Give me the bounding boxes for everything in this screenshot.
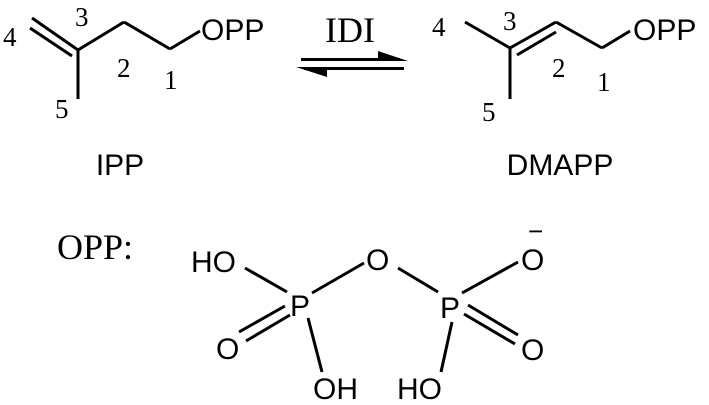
atom-oh-left: OH: [313, 373, 358, 405]
equilibrium-arrow: IDI: [296, 10, 408, 77]
atom-ho-left: HO: [191, 246, 236, 279]
ipp-name-label: IPP: [96, 149, 144, 182]
atom-ho-right: HO: [397, 373, 442, 405]
ipp-carbon-5-label: 5: [55, 94, 69, 124]
dmapp-structure: OPP 4 3 2 1 5 DMAPP: [432, 6, 696, 182]
atom-o-double-right: O: [521, 334, 544, 367]
atom-o-bridge: O: [366, 244, 389, 277]
ipp-bond-c1-o: [169, 29, 201, 51]
ipp-bond-c4-c3-double: [29, 26, 73, 58]
dmapp-carbon-1-label: 1: [597, 67, 611, 97]
ipp-bond-c2-c1: [123, 20, 171, 51]
atom-p-left: P: [290, 290, 310, 323]
atom-o-double-left: O: [216, 333, 239, 366]
dmapp-carbon-5-label: 5: [482, 97, 496, 127]
ipp-bond-c3-c2: [77, 20, 125, 52]
dmapp-carbon-2-label: 2: [552, 53, 566, 83]
enzyme-label: IDI: [325, 10, 375, 50]
bond-p-o-minus-right: [461, 260, 519, 295]
dmapp-bond-c3-c2: [509, 20, 557, 50]
charge-minus: −: [528, 216, 543, 246]
dmapp-name-label: DMAPP: [507, 149, 614, 182]
atom-p-right: P: [440, 292, 460, 325]
bond-p-o-double-right-b: [463, 312, 516, 346]
bond-p-o-bridge-left: [311, 261, 365, 295]
atom-o-minus-right: O: [521, 244, 544, 277]
ipp-opp-label: OPP: [201, 14, 264, 47]
dmapp-bond-c2-c1: [555, 20, 603, 50]
reverse-arrow-head: [296, 67, 327, 77]
bond-p-oh-left: [306, 317, 324, 373]
dmapp-bond-c3-c2-double: [516, 30, 557, 57]
opp-definition: OPP: HO P O OH O P O − O HO: [57, 216, 544, 405]
bond-p-o-double-left-b: [245, 313, 291, 343]
ipp-carbon-3-label: 3: [75, 2, 89, 32]
dmapp-bond-c4-c3: [464, 20, 511, 50]
ipp-carbon-4-label: 4: [3, 22, 17, 52]
forward-arrow-head: [378, 51, 408, 61]
bond-p-ho-right: [439, 321, 454, 373]
ipp-carbon-1-label: 1: [164, 65, 178, 95]
dmapp-bond-c1-o: [601, 29, 631, 50]
dmapp-opp-label: OPP: [633, 14, 696, 47]
bond-ho-p-left: [244, 266, 288, 294]
bond-p-o-double-right-a: [467, 303, 519, 337]
dmapp-carbon-4-label: 4: [432, 12, 446, 42]
dmapp-carbon-3-label: 3: [503, 6, 517, 36]
ipp-bond-c4-c3: [31, 16, 79, 52]
opp-definition-label: OPP:: [57, 227, 133, 267]
ipp-carbon-2-label: 2: [117, 53, 131, 83]
bond-o-bridge-p-right: [397, 266, 439, 294]
ipp-structure: OPP 4 3 2 1 5 IPP: [3, 2, 264, 182]
bond-p-o-double-left-a: [238, 304, 286, 334]
